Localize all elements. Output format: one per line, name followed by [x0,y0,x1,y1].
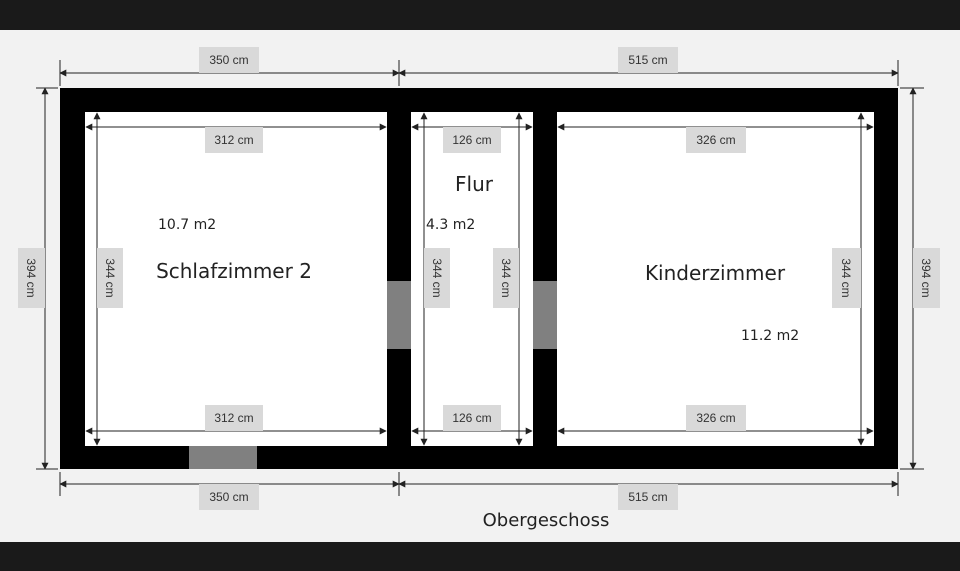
svg-text:344 cm: 344 cm [103,258,117,297]
floor-caption: Obergeschoss [483,510,610,531]
dim-kinderzimmer-top: 326 cm [686,127,746,153]
dim-outer-right-bottom: 515 cm [618,484,678,510]
dim-flur-height-left: 344 cm [424,248,450,308]
svg-text:126 cm: 126 cm [452,411,491,425]
dim-kinderzimmer-bottom: 326 cm [686,405,746,431]
svg-text:350 cm: 350 cm [209,490,248,504]
svg-text:515 cm: 515 cm [628,490,667,504]
room-kinderzimmer-floor [557,112,874,446]
svg-text:126 cm: 126 cm [452,133,491,147]
svg-text:394 cm: 394 cm [919,258,933,297]
dim-outer-height-left: 394 cm [18,248,45,308]
svg-text:326 cm: 326 cm [696,133,735,147]
dim-kinderzimmer-height: 344 cm [832,248,861,308]
svg-text:350 cm: 350 cm [209,53,248,67]
room-name-flur: Flur [455,172,494,196]
dim-outer-right-top: 515 cm [618,47,678,73]
door-schlafzimmer-bottom [189,446,257,469]
dim-schlafzimmer-bottom: 312 cm [205,405,263,431]
room-schlafzimmer-floor [85,112,387,446]
svg-text:326 cm: 326 cm [696,411,735,425]
room-area-schlafzimmer: 10.7 m2 [158,217,216,233]
room-area-flur: 4.3 m2 [426,217,475,233]
dim-flur-top: 126 cm [443,127,501,153]
svg-text:344 cm: 344 cm [499,258,513,297]
room-name-kinderzimmer: Kinderzimmer [645,261,786,285]
dim-flur-height-right: 344 cm [493,248,519,308]
dim-flur-bottom: 126 cm [443,405,501,431]
svg-text:515 cm: 515 cm [628,53,667,67]
svg-text:394 cm: 394 cm [24,258,38,297]
door-schlafzimmer-flur [387,281,411,349]
door-flur-kinderzimmer [533,281,557,349]
dim-outer-left-top: 350 cm [199,47,259,73]
room-name-schlafzimmer: Schlafzimmer 2 [156,259,312,283]
svg-text:312 cm: 312 cm [214,411,253,425]
room-area-kinderzimmer: 11.2 m2 [741,328,799,344]
svg-text:312 cm: 312 cm [214,133,253,147]
dim-schlafzimmer-height: 344 cm [97,248,123,308]
svg-text:344 cm: 344 cm [430,258,444,297]
dim-schlafzimmer-top: 312 cm [205,127,263,153]
dim-outer-left-bottom: 350 cm [199,484,259,510]
dim-outer-height-right: 394 cm [913,248,940,308]
svg-text:344 cm: 344 cm [839,258,853,297]
